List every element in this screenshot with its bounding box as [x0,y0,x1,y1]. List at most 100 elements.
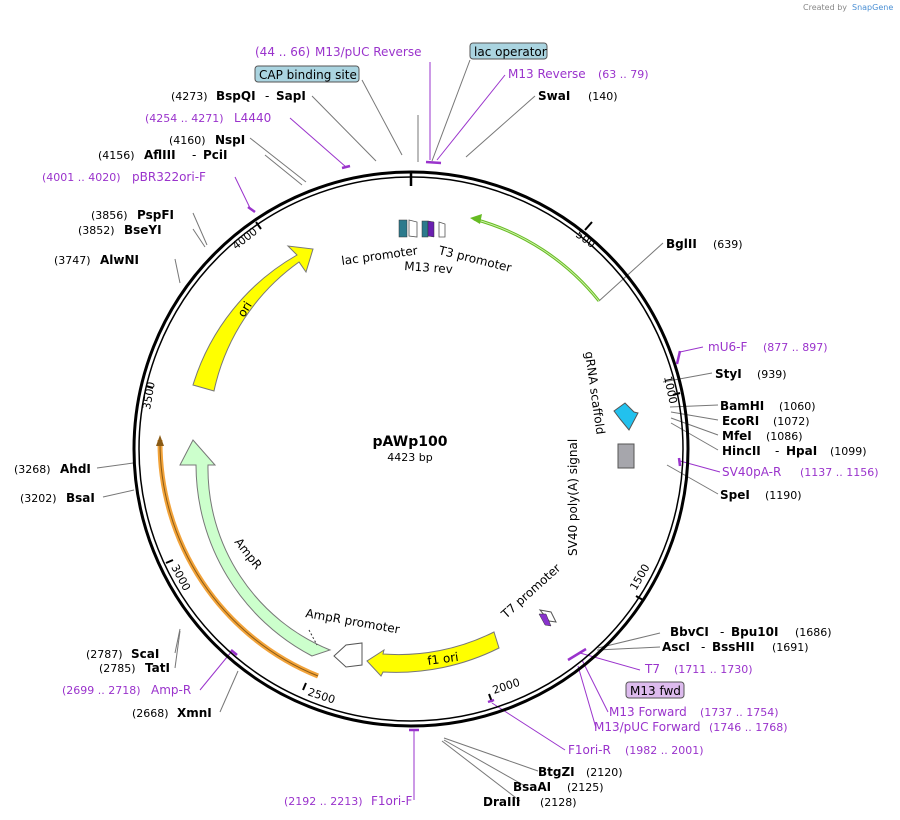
enzyme-bamhi-pos: (1060) [779,400,816,413]
enzyme-ecori-name: EcoRI [722,414,759,428]
enzyme-xmni-name: XmnI [177,706,212,720]
orange-track-core [159,439,319,677]
primer-l4440-name: L4440 [234,111,271,125]
enzyme-draiii-pos: (2128) [540,796,577,809]
primer-m13-reverse-name: M13 Reverse [508,67,586,81]
enzyme-hincii-name: HincII [722,444,761,458]
primer-f1ori-r-name: F1ori-R [568,743,611,757]
f1-ori-arrow [366,631,500,677]
enzyme-pcii-name: PciI [203,148,228,162]
tick-1000: 1000 [661,375,680,405]
enzyme-pspfi-pos: (3856) [91,209,128,222]
tick-2000: 2000 [491,676,522,697]
enzyme-asci-pos: (1691) [772,641,809,654]
ampr-promoter-arrow [333,642,363,668]
enzyme-bsaai-pos: (2125) [567,781,604,794]
enzyme-bpu10i-name: Bpu10I [731,625,778,639]
enzyme-hpai-name: HpaI [786,444,817,458]
enzyme-mfei-name: MfeI [722,429,752,443]
enzyme-nspi-pos: (4160) [169,134,206,147]
enzyme-tati-pos: (2785) [99,662,136,675]
primer-m13puc-forward-name: M13/pUC Forward [594,720,701,734]
primer-t7-name: T7 [644,662,660,676]
primer-m13puc-reverse-name: M13/pUC Reverse [315,45,422,59]
enzyme-bsaai-name: BsaAI [513,780,551,794]
green-feature-arc-inner [473,218,600,302]
logo-prefix: Created by [803,3,847,12]
primer-f1ori-f-range: (2192 .. 2213) [284,795,363,808]
primer-t7-range: (1711 .. 1730) [674,663,753,676]
enzyme-draiii-name: DraIII [483,795,520,809]
enzyme-pspfi-name: PspFI [137,208,174,222]
green-arrow-head [470,214,482,224]
lac-operator-text: lac operator [474,45,547,59]
primer-mu6-f-range: (877 .. 897) [763,341,828,354]
primer-labels: (44 .. 66) M13/pUC Reverse M13 Reverse (… [42,45,879,808]
enzyme-bsai-pos: (3202) [20,492,57,505]
primer-m13-reverse-range: (63 .. 79) [598,68,649,81]
enzyme-bspqi-pos: (4273) [171,90,208,103]
enzyme-styi-name: StyI [715,367,742,381]
enzyme-styi-pos: (939) [757,368,787,381]
m13-rev-block [427,220,435,238]
enzyme-btgzi-name: BtgZI [538,765,575,779]
primer-m13puc-reverse-range: (44 .. 66) [255,45,310,59]
enzyme-bspqi-name: BspQI [216,89,256,103]
enzyme-hincii-sep: - [775,444,779,458]
t3-promoter-arrow [438,221,446,238]
ampr-label: AmpR [232,535,265,572]
cap-site-box [254,65,360,83]
lac-promoter-arrow [408,219,418,238]
primer-sv40pa-r-name: SV40pA-R [722,465,781,479]
ampr-junction [308,629,318,646]
cap-site-block [398,219,408,238]
enzyme-sapi-name: SapI [276,89,306,103]
enzyme-labels-left: (2668) XmnI (2785) TatI (2787) ScaI (320… [14,89,306,720]
primer-l4440-range: (4254 .. 4271) [145,112,224,125]
grna-arrow [613,402,639,431]
enzyme-bspqi-sep: - [265,89,269,103]
enzyme-afliii-pos: (4156) [98,149,135,162]
enzyme-bseyi-name: BseYI [124,223,162,237]
primer-pbr322ori-f-range: (4001 .. 4020) [42,171,121,184]
orange-track-head [156,435,164,446]
primer-m13-forward-name: M13 Forward [609,705,687,719]
enzyme-swai-pos: (140) [588,90,618,103]
m13-fwd-text: M13 fwd [630,684,681,698]
snapgene-logo: SnapGene [852,3,893,12]
primer-m13puc-forward-range: (1746 .. 1768) [709,721,788,734]
tick-2500: 2500 [306,685,337,706]
enzyme-ahdi-pos: (3268) [14,463,51,476]
enzyme-labels-right: SwaI (140) BglII (639) StyI (939) BamHI … [483,89,867,809]
leader-lines [96,59,719,802]
ampr-arrow [179,439,332,657]
enzyme-tati-name: TatI [145,661,170,675]
primer-sv40pa-r-range: (1137 .. 1156) [800,466,879,479]
enzyme-spei-name: SpeI [720,488,750,502]
tick-1500: 1500 [627,562,652,593]
enzyme-alwni-name: AlwNI [100,253,139,267]
enzyme-bsai-name: BsaI [66,491,95,505]
plasmid-size: 4423 bp [387,451,432,464]
enzyme-swai-name: SwaI [538,89,570,103]
primer-f1ori-f-name: F1ori-F [371,794,412,808]
grna-label: gRNA scaffold [582,350,608,435]
primer-marks [230,160,682,732]
enzyme-ecori-pos: (1072) [773,415,810,428]
enzyme-bseyi-pos: (3852) [78,224,115,237]
ori-arrow [192,245,314,392]
primer-amp-r-range: (2699 .. 2718) [62,684,141,697]
enzyme-bbvci-pos: (1686) [795,626,832,639]
enzyme-bglii-name: BglII [666,237,697,251]
f1-ori-label: f1 ori [426,650,459,668]
primer-amp-r-name: Amp-R [151,683,191,697]
tick-3500: 3500 [140,381,158,411]
primer-pbr322ori-f-name: pBR322ori-F [132,170,206,184]
enzyme-bamhi-name: BamHI [720,399,764,413]
enzyme-nspi-name: NspI [215,133,245,147]
enzyme-bbvci-name: BbvCI [670,625,709,639]
t7-promoter-label: T7 promoter [498,561,563,622]
enzyme-mfei-pos: (1086) [766,430,803,443]
lac-operator-box [469,42,548,60]
